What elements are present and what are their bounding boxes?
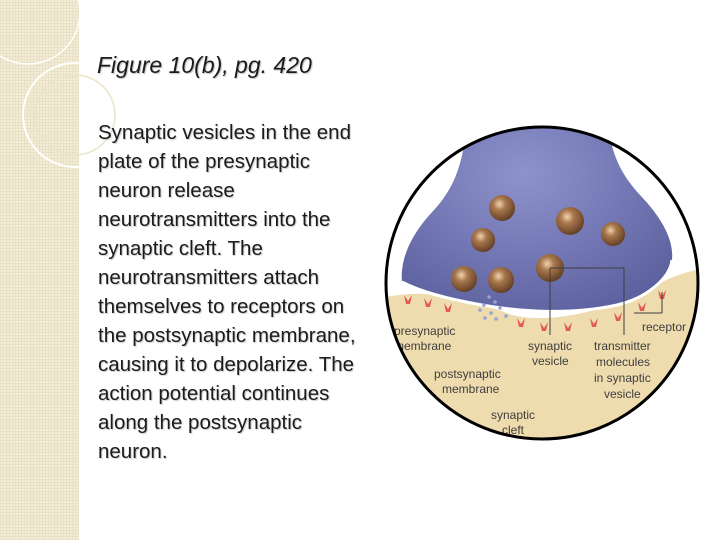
decorative-circles: [0, 0, 128, 168]
presynaptic-terminal: [401, 127, 673, 312]
label-synaptic-vesicle: synaptic vesicle: [528, 339, 575, 368]
diagram-circle-content: presynaptic membrane postsynaptic membra…: [386, 127, 698, 439]
released-transmitter-molecules: [478, 295, 508, 321]
label-synaptic-cleft: synaptic cleft: [491, 408, 538, 437]
label-postsynaptic-membrane: postsynaptic membrane: [434, 367, 504, 396]
synaptic-vesicle: [489, 195, 515, 221]
presynaptic-membrane-edge: [401, 259, 674, 313]
synaptic-vesicles: [451, 195, 625, 293]
synaptic-vesicle: [471, 228, 495, 252]
slide-body-text: Synaptic vesicles in the end plate of th…: [98, 121, 356, 463]
label-leader-lines: [549, 267, 663, 335]
label-receptor: receptor: [642, 320, 686, 334]
label-transmitter-molecules: transmitter molecules in synaptic vesicl…: [594, 339, 654, 401]
diagram-circle-border: [384, 125, 700, 441]
synapse-diagram: presynaptic membrane postsynaptic membra…: [384, 125, 700, 441]
synaptic-vesicle: [488, 267, 514, 293]
label-presynaptic-membrane: presynaptic membrane: [394, 324, 459, 353]
synaptic-vesicle: [451, 266, 477, 292]
slide-title: Figure 10(b), pg. 420: [97, 52, 312, 78]
decorative-side-band: [0, 0, 79, 540]
synaptic-vesicle: [556, 207, 584, 235]
synaptic-vesicle: [601, 222, 625, 246]
receptors: [404, 290, 666, 331]
